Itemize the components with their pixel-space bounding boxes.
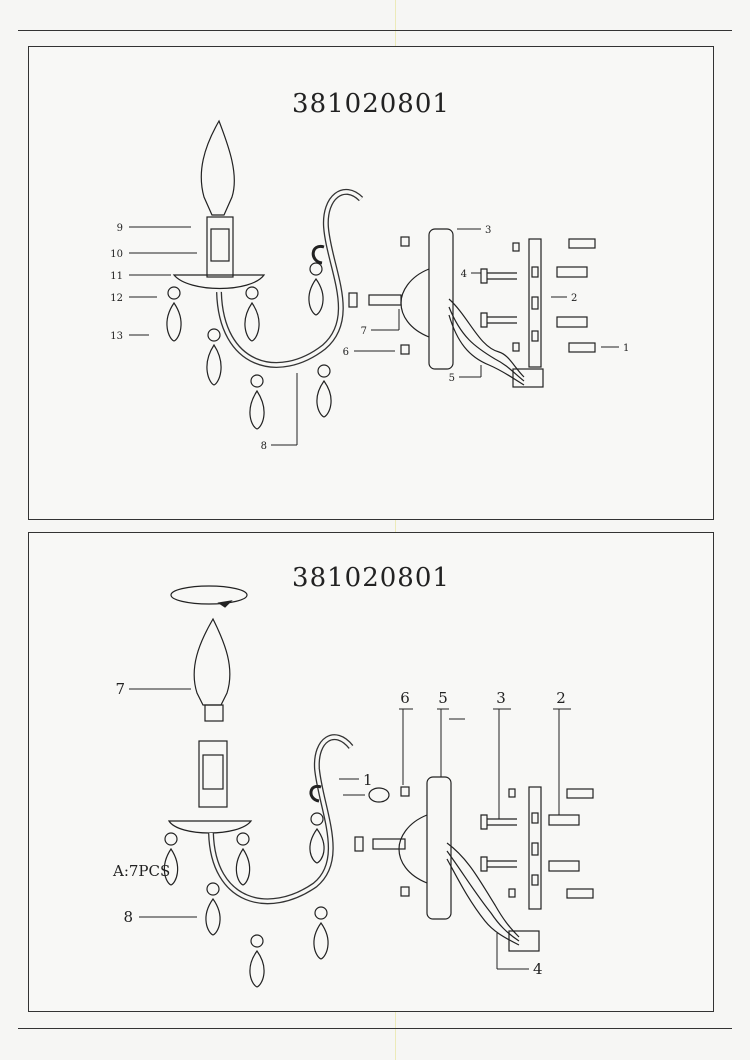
c-hook	[311, 244, 325, 265]
wire-1	[446, 842, 520, 938]
assembly-diagram: 7 6 5 3 2 1 8 4 A:7PCS	[112, 585, 594, 988]
crystal-count-note: A:7PCS	[112, 862, 170, 880]
curved-arm-inner	[217, 190, 363, 367]
nut-top	[400, 786, 410, 797]
nut-bottom	[400, 344, 410, 355]
bobeche	[167, 820, 253, 834]
bolt-upper	[568, 238, 596, 249]
bottom-rule	[18, 1028, 732, 1029]
screw-lower	[480, 856, 517, 872]
callout-11: 11	[110, 271, 123, 282]
wall-plug-upper	[556, 266, 588, 278]
model-number: 381020801	[292, 563, 450, 593]
screw-upper	[480, 814, 517, 830]
bobeche	[172, 274, 266, 289]
top-rule	[18, 30, 732, 31]
callout-4: 4	[461, 269, 467, 280]
callout-2: 2	[571, 293, 577, 304]
mounting-bracket	[528, 238, 542, 368]
crystal-drops	[166, 262, 332, 430]
canopy-dome	[400, 268, 430, 338]
wire-1	[448, 298, 525, 378]
curved-arm	[208, 734, 354, 905]
assembly-view-panel: 381020801	[28, 532, 714, 1012]
callout-9: 9	[117, 223, 123, 234]
callout-5: 5	[438, 689, 448, 707]
candle-sleeve	[206, 216, 234, 278]
bolt-upper	[566, 788, 594, 799]
callout-12: 12	[110, 293, 123, 304]
callout-10: 10	[110, 249, 123, 260]
callout-5: 5	[449, 373, 455, 384]
callout-4: 4	[533, 960, 543, 978]
callout-8: 8	[123, 908, 133, 926]
rotation-arrow	[170, 585, 248, 605]
nut-top	[400, 236, 410, 247]
candle-bulb	[193, 617, 231, 706]
curved-arm	[216, 189, 364, 368]
callout-3: 3	[485, 225, 491, 236]
callout-1: 1	[623, 343, 629, 354]
callout-3: 3	[496, 689, 506, 707]
callout-7: 7	[115, 680, 125, 698]
screw-upper	[480, 268, 517, 284]
model-number: 381020801	[292, 89, 450, 119]
callout-6: 6	[400, 689, 410, 707]
threaded-rod	[368, 294, 402, 306]
candle-bulb	[200, 119, 235, 216]
screw-lower	[480, 312, 517, 328]
wall-plug-upper	[548, 814, 580, 826]
mounting-bracket	[528, 786, 542, 910]
crystal-drops	[163, 812, 329, 988]
callout-8: 8	[261, 441, 267, 452]
terminal-block	[508, 930, 540, 952]
wall-canopy	[428, 228, 454, 370]
scan-line	[395, 0, 396, 1060]
callout-2: 2	[556, 689, 566, 707]
callout-6: 6	[343, 347, 349, 358]
exploded-diagram: 9 10 11 12 13 8 7 6 3 4 2 5 1	[110, 119, 629, 452]
threaded-rod	[372, 838, 406, 850]
nut-bottom	[400, 886, 410, 897]
callout-13: 13	[110, 331, 123, 342]
washer	[368, 787, 390, 803]
lamp-holder	[210, 228, 230, 262]
wall-plug-lower	[556, 316, 588, 328]
arm-nut	[348, 292, 358, 308]
wall-canopy	[426, 776, 452, 920]
callout-1: 1	[363, 771, 373, 789]
wall-plug-lower	[548, 860, 580, 872]
c-hook	[309, 784, 322, 803]
bulb-base	[204, 704, 224, 722]
exploded-view-panel: 381020801	[28, 46, 714, 520]
terminal-block	[512, 368, 544, 388]
bolt-lower	[566, 888, 594, 899]
callout-7: 7	[361, 326, 367, 337]
wire-2	[448, 306, 525, 382]
bolt-lower	[568, 342, 596, 353]
candle-sleeve	[198, 740, 228, 808]
